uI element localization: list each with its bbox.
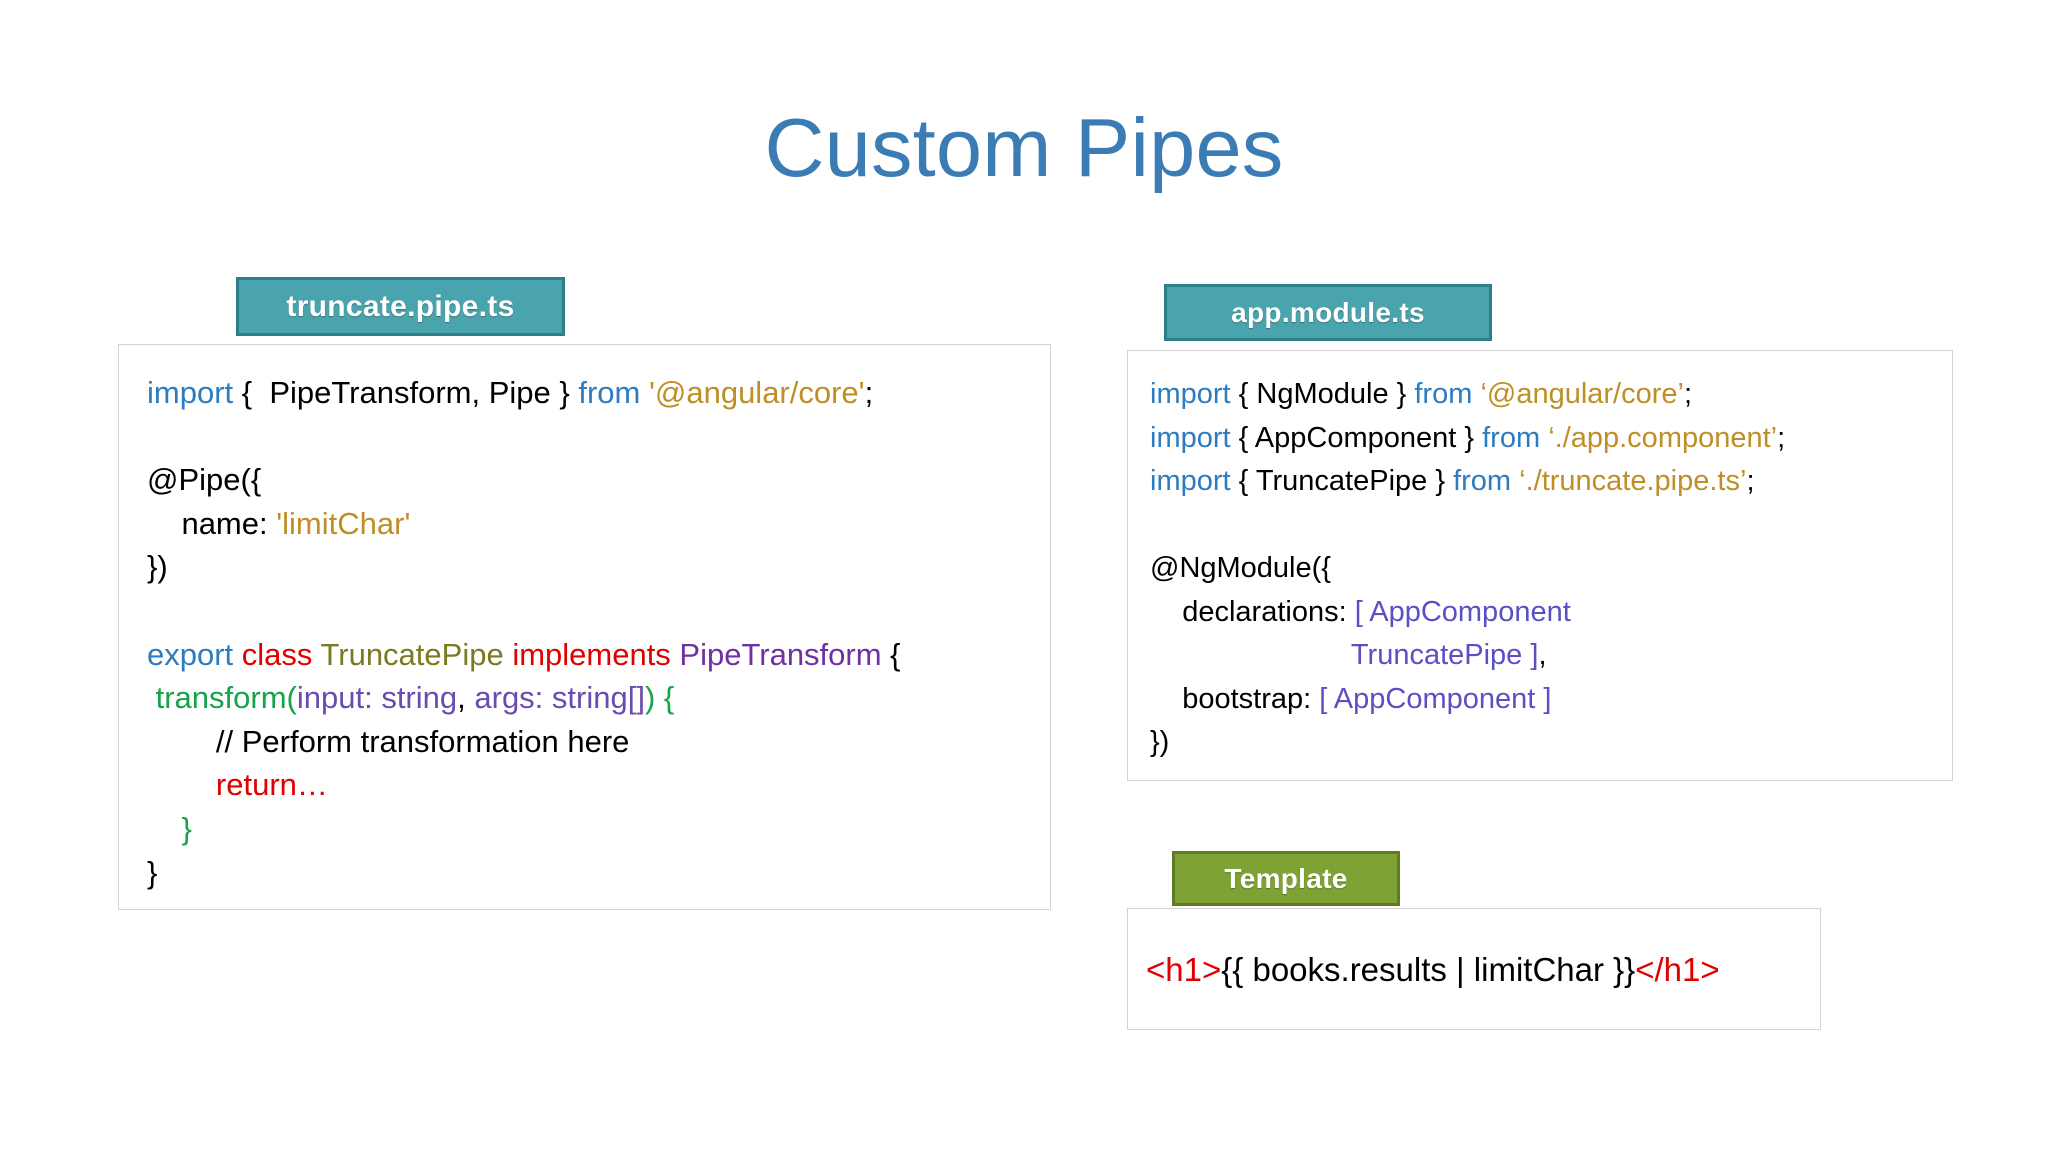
code-token: }	[147, 810, 192, 846]
code-line: @NgModule({	[1150, 547, 1952, 591]
code-token: bootstrap:	[1150, 682, 1320, 715]
code-token: from	[1482, 421, 1549, 454]
code-token: {	[663, 680, 675, 716]
code-panel-app-module: import { NgModule } from ‘@angular/core’…	[1127, 350, 1953, 781]
code-line	[1150, 504, 1952, 548]
code-token: (	[286, 680, 297, 716]
code-token: </h1>	[1635, 950, 1720, 988]
code-token: @Pipe({	[147, 462, 262, 498]
badge-truncate-pipe-ts-label: truncate.pipe.ts	[286, 289, 515, 323]
code-token: name:	[147, 505, 277, 541]
code-panel-truncate-pipe: import { PipeTransform, Pipe } from '@an…	[118, 344, 1051, 910]
code-line: transform(input: string, args: string[])…	[147, 676, 1050, 720]
code-token: ‘./truncate.pipe.ts’	[1519, 465, 1747, 497]
code-token: from	[1414, 378, 1481, 410]
code-line: return…	[147, 763, 1050, 807]
code-token: {	[890, 636, 901, 672]
code-line: bootstrap: [ AppComponent ]	[1150, 678, 1952, 722]
code-token: { NgModule }	[1238, 378, 1415, 410]
code-token: })	[1150, 726, 1170, 759]
code-token: ‘@angular/core’	[1480, 378, 1684, 410]
code-token: from	[578, 375, 649, 410]
badge-app-module-ts-label: app.module.ts	[1231, 296, 1425, 328]
code-token: import	[147, 375, 242, 410]
code-line: }	[147, 807, 1050, 851]
code-token: )	[644, 680, 656, 716]
code-token: @NgModule({	[1150, 552, 1331, 585]
code-token: class	[241, 636, 321, 672]
code-token: { PipeTransform, Pipe }	[241, 375, 579, 410]
code-token	[147, 680, 156, 715]
page-title: Custom Pipes	[764, 101, 1284, 194]
code-token: transform	[155, 680, 287, 716]
code-token: { AppComponent }	[1238, 421, 1483, 454]
code-token: }	[147, 854, 158, 890]
badge-app-module-ts: app.module.ts	[1164, 284, 1492, 341]
code-token: 'limitChar'	[276, 505, 411, 541]
code-line: import { NgModule } from ‘@angular/core’…	[1150, 373, 1952, 417]
code-token	[1150, 639, 1351, 671]
code-token: {{ books.results | limitChar }}	[1221, 950, 1636, 988]
code-line: import { AppComponent } from ‘./app.comp…	[1150, 417, 1952, 461]
code-token: // Perform transformation here	[147, 723, 630, 759]
code-token: import	[1150, 421, 1239, 454]
code-token: ,	[457, 680, 475, 716]
code-line	[147, 415, 1050, 459]
code-line: })	[147, 545, 1050, 589]
code-token: TruncatePipe	[320, 636, 513, 672]
code-token: <h1>	[1146, 950, 1222, 988]
code-line: name: 'limitChar'	[147, 502, 1050, 546]
code-panel-template: <h1>{{ books.results | limitChar }}</h1>	[1127, 908, 1821, 1030]
code-token	[655, 680, 664, 715]
badge-template-label: Template	[1224, 862, 1348, 894]
code-token: input: string	[296, 680, 458, 716]
code-token: })	[147, 549, 168, 585]
code-line: // Perform transformation here	[147, 720, 1050, 764]
code-token: ‘./app.component’	[1548, 421, 1778, 454]
code-line: declarations: [ AppComponent	[1150, 591, 1952, 635]
code-token: ;	[1746, 465, 1755, 497]
badge-template: Template	[1172, 851, 1400, 906]
code-token: [ AppComponent ]	[1319, 682, 1552, 715]
code-token: [ AppComponent	[1354, 595, 1571, 628]
code-line: })	[1150, 721, 1952, 765]
code-token: export	[147, 636, 242, 672]
code-line	[147, 589, 1050, 633]
code-line: <h1>{{ books.results | limitChar }}</h1>	[1146, 953, 1720, 986]
code-token: from	[1453, 465, 1520, 497]
code-token: args: string[]	[474, 680, 645, 716]
code-line: TruncatePipe ],	[1150, 634, 1952, 678]
code-token: ;	[864, 375, 874, 410]
badge-truncate-pipe-ts: truncate.pipe.ts	[236, 277, 565, 336]
code-token: PipeTransform	[679, 636, 891, 672]
code-token: '@angular/core'	[648, 375, 865, 410]
code-token: declarations:	[1150, 595, 1355, 628]
code-token: ;	[1777, 421, 1786, 454]
code-token: { TruncatePipe }	[1238, 465, 1454, 497]
code-token: return…	[147, 767, 328, 803]
code-line: @Pipe({	[147, 458, 1050, 502]
code-token: implements	[512, 636, 680, 672]
code-line: export class TruncatePipe implements Pip…	[147, 633, 1050, 677]
code-line: }	[147, 851, 1050, 895]
code-token: TruncatePipe ]	[1350, 639, 1539, 672]
code-token: ,	[1538, 639, 1547, 672]
code-token: import	[1150, 378, 1239, 410]
code-token: ;	[1683, 378, 1693, 410]
code-line: import { TruncatePipe } from ‘./truncate…	[1150, 460, 1952, 504]
code-line: import { PipeTransform, Pipe } from '@an…	[147, 371, 1050, 415]
code-token: import	[1150, 465, 1239, 497]
